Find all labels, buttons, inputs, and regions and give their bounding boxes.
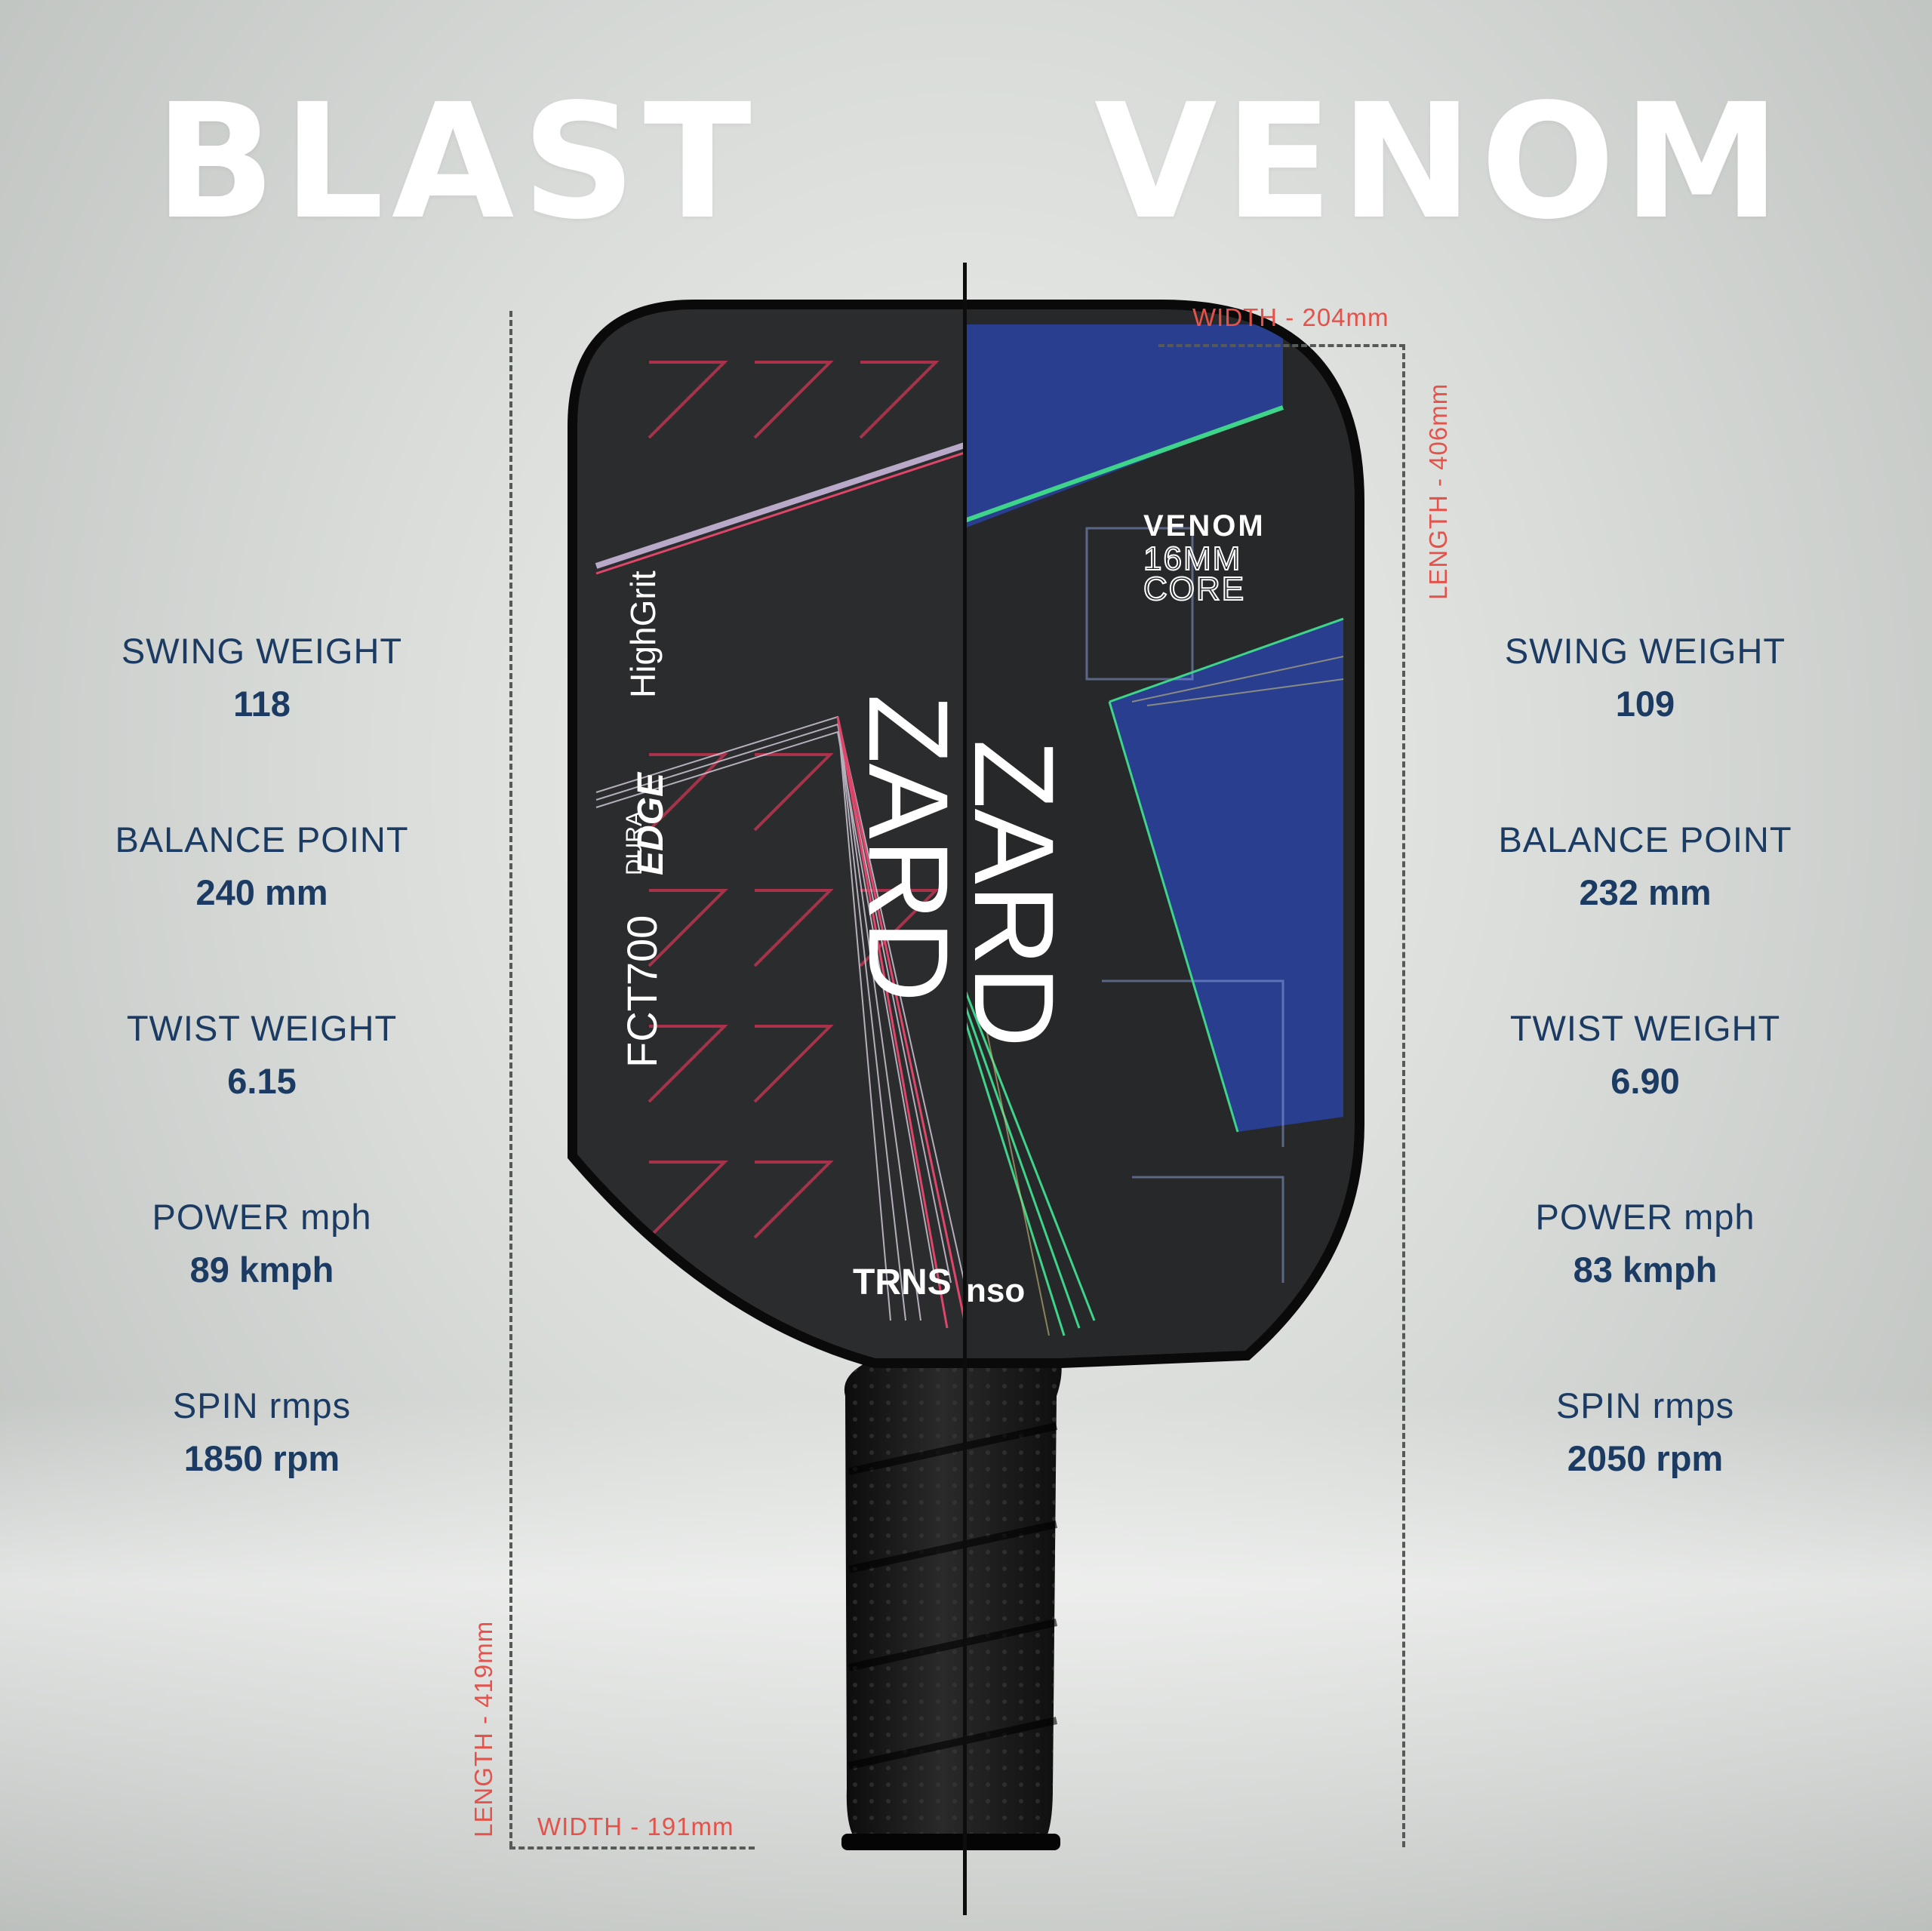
spec-label: POWER mph xyxy=(1535,1197,1755,1237)
spec-value: 83 kmph xyxy=(1573,1250,1718,1290)
right-length-label: LENGTH - 406mm xyxy=(1424,383,1452,600)
spec-label: TWIST WEIGHT xyxy=(126,1008,398,1048)
spec-item: POWER mph 83 kmph xyxy=(1434,1196,1857,1385)
left-face-maker: TRNS xyxy=(853,1262,952,1302)
paddle-grip xyxy=(841,1358,1062,1850)
left-face-edge: EDGE xyxy=(631,771,671,875)
spec-label: TWIST WEIGHT xyxy=(1509,1008,1781,1048)
right-spec-list: SWING WEIGHT 109 BALANCE POINT 232 mm TW… xyxy=(1434,630,1857,1573)
right-length-line xyxy=(1402,344,1405,1847)
spec-label: SWING WEIGHT xyxy=(1504,631,1786,671)
face-zard-left: ZARD xyxy=(845,694,972,1002)
spec-value: 6.15 xyxy=(227,1061,297,1102)
spec-label: SPIN rmps xyxy=(172,1385,352,1425)
spec-item: SWING WEIGHT 118 xyxy=(51,630,473,819)
spec-item: SWING WEIGHT 109 xyxy=(1434,630,1857,819)
spec-label: SWING WEIGHT xyxy=(121,631,403,671)
spec-label: BALANCE POINT xyxy=(1498,819,1792,859)
spec-value: 232 mm xyxy=(1579,872,1712,913)
spec-item: TWIST WEIGHT 6.90 xyxy=(1434,1007,1857,1196)
comparison-divider xyxy=(963,263,967,1915)
spec-item: POWER mph 89 kmph xyxy=(51,1196,473,1385)
right-face-venom: VENOM xyxy=(1143,509,1266,543)
left-length-label: LENGTH - 419mm xyxy=(469,1620,497,1837)
right-width-line xyxy=(1158,344,1405,347)
spec-value: 89 kmph xyxy=(189,1250,334,1290)
left-length-line xyxy=(509,311,512,1847)
spec-label: SPIN rmps xyxy=(1555,1385,1735,1425)
left-face-brand: HighGrit xyxy=(623,570,663,698)
spec-value: 1850 rpm xyxy=(183,1438,340,1479)
spec-label: BALANCE POINT xyxy=(115,819,409,859)
title-venom: VENOM xyxy=(1094,69,1789,254)
left-width-line xyxy=(509,1846,755,1850)
spec-value: 2050 rpm xyxy=(1567,1438,1724,1479)
right-face-core2: CORE xyxy=(1143,570,1245,607)
face-zard-right: ZARD xyxy=(951,739,1078,1047)
paddle-face-text: HighGrit DURA EDGE FCT700 ZARD TRNS VENO… xyxy=(618,509,1266,1309)
left-width-label: WIDTH - 191mm xyxy=(537,1813,734,1840)
spec-item: BALANCE POINT 232 mm xyxy=(1434,819,1857,1007)
spec-item: SPIN rmps 2050 rpm xyxy=(1434,1385,1857,1573)
spec-value: 118 xyxy=(233,684,291,724)
right-face-core1: 16MM xyxy=(1143,540,1241,577)
spec-value: 240 mm xyxy=(195,872,328,913)
left-spec-list: SWING WEIGHT 118 BALANCE POINT 240 mm TW… xyxy=(51,630,473,1573)
spec-item: SPIN rmps 1850 rpm xyxy=(51,1385,473,1573)
left-face-model: FCT700 xyxy=(618,915,666,1068)
left-paddle-face xyxy=(577,309,964,1358)
right-width-label: WIDTH - 204mm xyxy=(1192,303,1389,331)
spec-item: TWIST WEIGHT 6.15 xyxy=(51,1007,473,1196)
right-paddle-face xyxy=(964,309,1355,1358)
spec-value: 6.90 xyxy=(1611,1061,1680,1102)
title-blast: BLAST xyxy=(155,69,759,254)
spec-value: 109 xyxy=(1615,684,1675,724)
spec-label: POWER mph xyxy=(152,1197,372,1237)
right-face-maker: nso xyxy=(966,1272,1025,1309)
left-face-dura: DURA xyxy=(622,811,647,875)
spec-item: BALANCE POINT 240 mm xyxy=(51,819,473,1007)
